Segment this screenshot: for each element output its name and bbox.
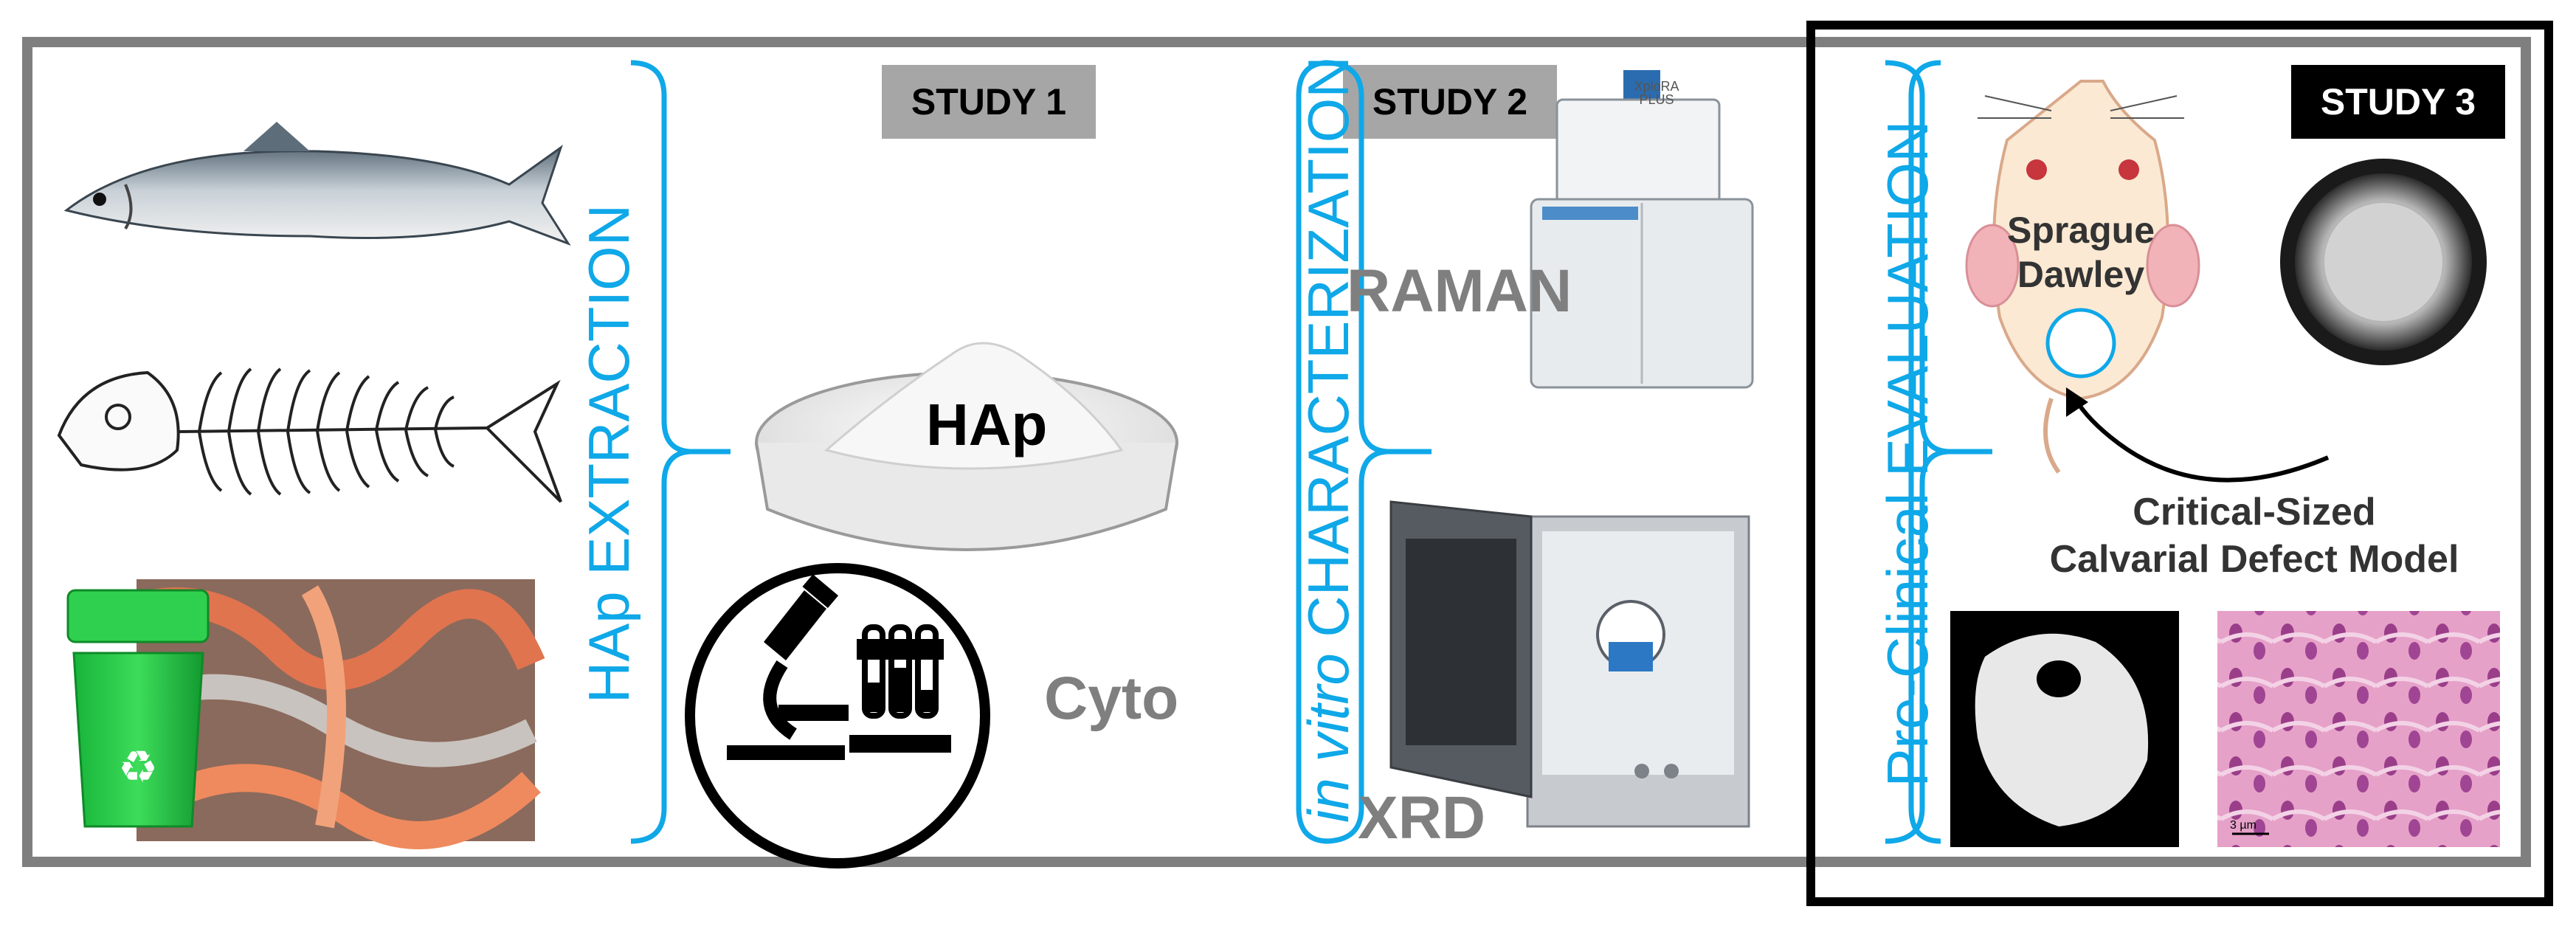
hap-label: HAp xyxy=(926,392,1048,457)
model-label: Critical-Sized Calvarial Defect Model xyxy=(2049,491,2459,581)
skull-ct-icon xyxy=(1950,611,2179,847)
test-tubes-icon xyxy=(849,624,951,753)
rat-strain-label: Sprague Dawley xyxy=(2006,210,2155,295)
rat-icon xyxy=(1965,80,2200,474)
microscope-icon xyxy=(685,563,990,868)
bracket-evaluation xyxy=(1885,60,1992,844)
recycle-bin-icon: ♻ xyxy=(66,589,210,828)
raman-label: RAMAN xyxy=(1347,258,1572,325)
xrd-instrument-icon xyxy=(1389,500,1750,828)
cyto-label: Cyto xyxy=(1044,665,1179,732)
svg-text:♻: ♻ xyxy=(118,742,158,792)
evaluation-title: Pre-Clinical EVALUATION xyxy=(1875,120,1940,787)
implant-dish-icon xyxy=(2280,159,2487,365)
implant-arrow xyxy=(2073,397,2330,483)
in-vitro-text: in vitro xyxy=(1296,653,1361,823)
bracket-extraction xyxy=(630,60,731,844)
study3-label: STUDY 3 xyxy=(2291,65,2505,139)
salmon-icon xyxy=(63,122,571,246)
scale-bar-label: 3 µm xyxy=(2230,819,2256,832)
fish-skeleton-icon xyxy=(57,367,562,503)
outer-frame xyxy=(22,37,2531,867)
study3-frame xyxy=(1806,21,2553,906)
characterization-title: in vitro CHARACTERIZATION xyxy=(1296,56,1361,823)
extraction-title: HAp EXTRACTION xyxy=(576,204,641,704)
histology-icon xyxy=(2217,611,2500,847)
study2-label: STUDY 2 xyxy=(1343,65,1557,139)
study1-label: STUDY 1 xyxy=(882,65,1096,139)
raman-instrument-icon xyxy=(1530,70,1754,389)
instrument-brand-label: XploRA PLUS xyxy=(1634,79,1679,107)
bracket-characterization xyxy=(1296,60,1432,844)
petri-dish-icon xyxy=(755,342,1178,551)
arrow-head xyxy=(2066,387,2088,417)
xrd-label: XRD xyxy=(1358,784,1486,852)
